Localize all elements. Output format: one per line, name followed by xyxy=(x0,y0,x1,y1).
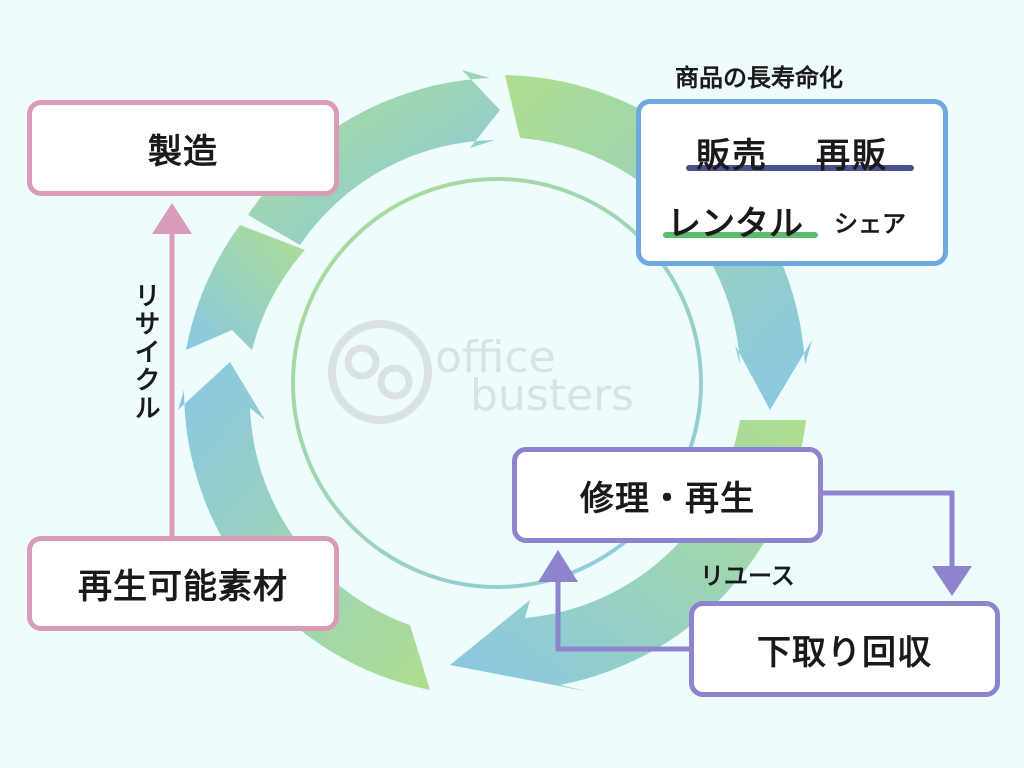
recycle-label: リサイクル xyxy=(130,282,160,422)
logo-mark-left-icon xyxy=(344,344,380,380)
repair-regeneration-box: 修理・再生 xyxy=(512,447,823,543)
takeback-to-repair-connector xyxy=(555,578,689,652)
repair-regeneration-label: 修理・再生 xyxy=(580,478,755,519)
cycle-arrow-top-right xyxy=(505,75,812,410)
recycle-arrowhead-icon xyxy=(152,203,192,234)
watermark-logo: office busters xyxy=(328,320,634,424)
repair-to-takeback-connector xyxy=(823,490,955,568)
rental-label: レンタル xyxy=(667,204,803,244)
rental-underline xyxy=(663,232,818,238)
sales-resale-underline xyxy=(686,165,914,171)
cycle-arrow-bottom-right xyxy=(450,420,806,692)
logo-mark-outer-icon xyxy=(328,320,432,424)
cycle-arrow-bottom-left xyxy=(178,362,430,690)
cycle-arrow-left xyxy=(186,225,305,350)
take-back-box: 下取り回収 xyxy=(689,601,1000,697)
share-label: シェア xyxy=(834,210,906,238)
resale-label: 再販 xyxy=(816,136,888,176)
takeback-arrowhead-icon xyxy=(932,566,972,596)
recyclable-material-box: 再生可能素材 xyxy=(27,536,339,631)
recyclable-material-label: 再生可能素材 xyxy=(78,567,288,607)
logo-text-line1: office xyxy=(435,332,556,383)
longlife-heading: 商品の長寿命化 xyxy=(675,64,843,92)
cycle-arrow-top xyxy=(248,70,500,245)
sales-label: 販売 xyxy=(696,136,768,176)
repair-arrowhead-icon xyxy=(538,550,578,582)
take-back-label: 下取り回収 xyxy=(757,632,932,673)
reuse-label: リユース xyxy=(700,562,795,590)
logo-mark-right-icon xyxy=(377,364,413,400)
inner-ring xyxy=(291,177,703,589)
logo-text-line2: busters xyxy=(470,370,634,421)
manufacturing-box: 製造 xyxy=(27,100,339,196)
longlife-box: 販売 再販 レンタル シェア xyxy=(636,99,948,266)
manufacturing-label: 製造 xyxy=(148,131,218,172)
